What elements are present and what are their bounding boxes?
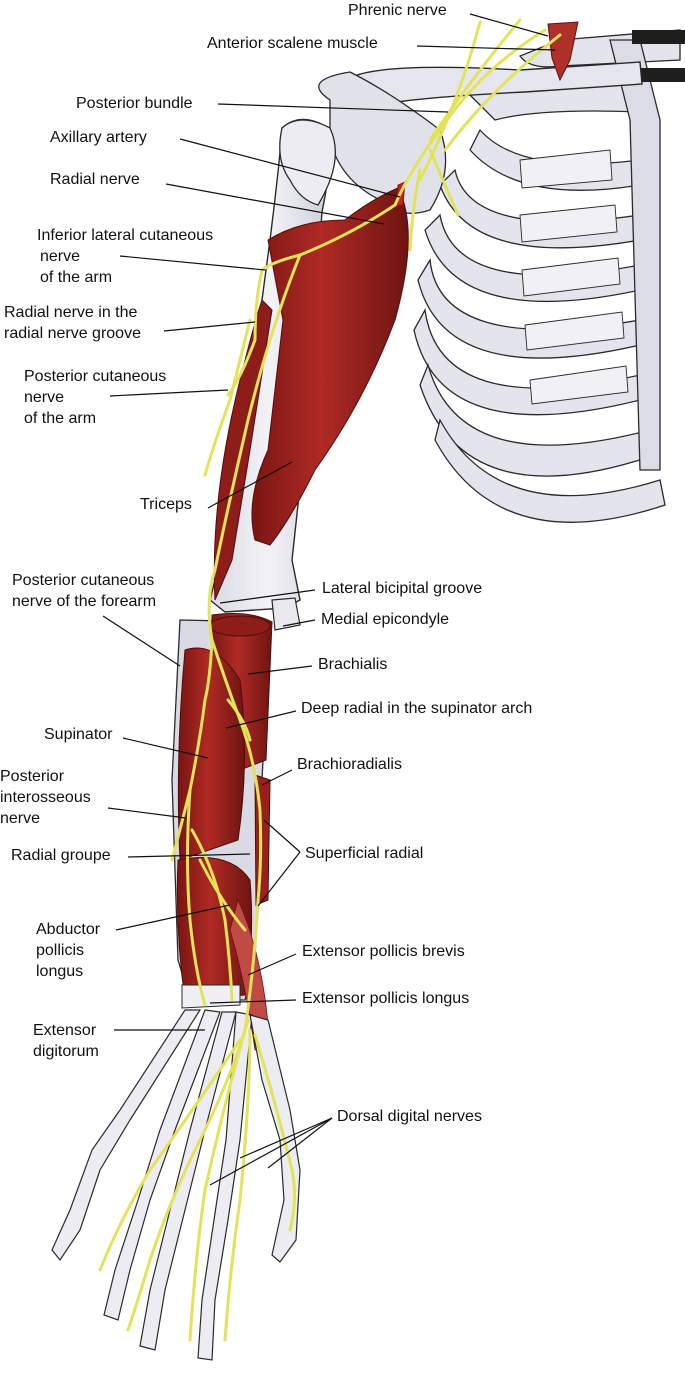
label-lateral-bicipital-groove: Lateral bicipital groove	[322, 580, 483, 597]
label-posterior-interosseous: Posterior interosseous nerve	[0, 766, 91, 829]
label-line: of the arm	[24, 410, 97, 427]
label-extensor-pollicis-longus: Extensor pollicis longus	[302, 990, 470, 1007]
leader-radial-nerve	[165, 183, 385, 225]
humeral-head	[279, 119, 336, 206]
label-medial-epicondyle: Medial epicondyle	[321, 611, 450, 628]
leader-superficial-radial-a	[263, 819, 301, 853]
leader-dorsal-digital-c	[267, 1117, 333, 1169]
label-line: nerve of the forearm	[12, 593, 157, 610]
label-line: nerve	[40, 248, 81, 265]
leader-posterior-cutaneous-arm	[109, 389, 229, 397]
leader-posterior-interosseous	[107, 807, 187, 819]
label-abductor-pollicis-longus: Abductor pollicis longus	[36, 919, 100, 982]
label-superficial-radial: Superficial radial	[305, 845, 424, 862]
costal-cartilage	[529, 365, 629, 405]
leader-posterior-bundle	[217, 103, 449, 113]
leader-brachioradialis	[261, 769, 293, 786]
leader-anterior-scalene	[416, 45, 556, 51]
label-line: pollicis	[36, 942, 85, 959]
label-line: Inferior lateral cutaneous	[37, 227, 214, 244]
leader-lateral-bicipital-groove	[219, 589, 316, 604]
leader-lines	[102, 13, 556, 1186]
leader-posterior-cutaneous-forearm	[102, 615, 181, 667]
label-line: nerve	[24, 389, 65, 406]
label-line: Posterior cutaneous	[12, 572, 155, 589]
leader-extensor-pollicis-longus	[209, 999, 297, 1004]
label-line: radial nerve groove	[4, 325, 141, 342]
label-deep-radial: Deep radial in the supinator arch	[301, 700, 533, 717]
leader-supinator	[122, 737, 209, 759]
medial-epicondyle-process	[271, 597, 301, 631]
leader-deep-radial	[225, 710, 297, 729]
label-inferior-lateral-cutaneous: Inferior lateral cutaneous nerve of the …	[37, 225, 213, 288]
leader-axillary-artery	[179, 138, 401, 198]
leader-radial-groupe	[127, 853, 251, 858]
label-anterior-scalene-muscle: Anterior scalene muscle	[207, 35, 378, 52]
label-extensor-pollicis-brevis: Extensor pollicis brevis	[302, 943, 465, 960]
label-dorsal-digital-nerves: Dorsal digital nerves	[337, 1108, 482, 1125]
label-axillary-artery: Axillary artery	[50, 129, 147, 146]
forearm	[171, 597, 301, 1051]
label-brachialis: Brachialis	[318, 656, 388, 673]
leader-radial-nerve-groove	[163, 321, 256, 332]
costal-cartilage	[524, 311, 625, 351]
label-line: digitorum	[33, 1043, 99, 1060]
label-posterior-cutaneous-arm: Posterior cutaneous nerve of the arm	[24, 366, 166, 429]
label-line: Posterior cutaneous	[24, 368, 167, 385]
costal-cartilage	[519, 149, 613, 189]
label-extensor-digitorum: Extensor digitorum	[33, 1020, 99, 1062]
costal-cartilage	[519, 204, 618, 243]
label-line: of the arm	[40, 269, 113, 286]
label-radial-groupe: Radial groupe	[11, 847, 111, 864]
label-posterior-bundle: Posterior bundle	[76, 95, 193, 112]
sternoclavicular-band	[632, 68, 685, 82]
rib-cage	[413, 29, 681, 523]
leader-abductor-pollicis-longus	[115, 904, 231, 931]
leader-phrenic-nerve	[469, 13, 549, 37]
label-phrenic-nerve: Phrenic nerve	[348, 2, 447, 19]
hand-bones	[51, 1009, 301, 1361]
brachialis-cross-section	[209, 615, 271, 637]
label-line: Posterior	[0, 768, 65, 785]
lateral-arm-muscle	[213, 299, 273, 601]
label-line: longus	[36, 963, 84, 980]
label-line: nerve	[0, 810, 41, 827]
label-posterior-cutaneous-forearm: Posterior cutaneous nerve of the forearm	[12, 570, 156, 612]
leader-inferior-lateral-cutaneous	[119, 255, 266, 271]
nerves	[98, 18, 562, 1342]
costal-cartilage	[521, 257, 621, 297]
leader-extensor-pollicis-brevis	[247, 953, 297, 976]
label-triceps: Triceps	[140, 496, 192, 513]
leader-superficial-radial-b	[257, 851, 301, 907]
label-radial-nerve-groove: Radial nerve in the radial nerve groove	[4, 302, 141, 344]
label-brachioradialis: Brachioradialis	[297, 756, 402, 773]
anterior-scalene-muscle	[547, 21, 579, 82]
leader-medial-epicondyle	[282, 619, 316, 627]
label-line: interosseous	[0, 789, 91, 806]
label-supinator: Supinator	[44, 726, 113, 743]
leader-brachialis	[247, 665, 313, 675]
label-line: Extensor	[33, 1022, 97, 1039]
leader-triceps	[207, 461, 293, 509]
leader-dorsal-digital-b	[239, 1117, 333, 1159]
label-line: Radial nerve in the	[4, 304, 138, 321]
sternoclavicular-band	[632, 30, 685, 44]
label-line: Abductor	[36, 921, 101, 938]
label-radial-nerve: Radial nerve	[50, 171, 140, 188]
leader-dorsal-digital-a	[209, 1117, 333, 1186]
rib-9	[434, 418, 666, 523]
scapula	[318, 71, 447, 214]
